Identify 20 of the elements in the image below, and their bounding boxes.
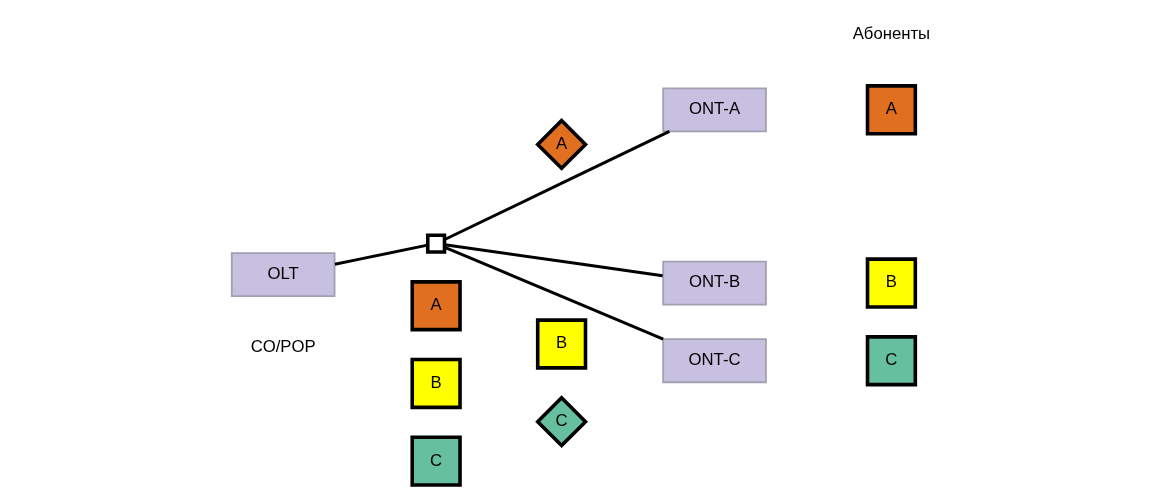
connector: [443, 245, 664, 341]
node-box: [425, 233, 446, 254]
node-box: B: [865, 257, 917, 309]
node-box: B: [409, 357, 462, 410]
node-box: ONT-A: [661, 87, 767, 133]
node-box: ONT-B: [661, 260, 767, 306]
node-box: C: [409, 435, 462, 487]
node-box: ONT-C: [661, 338, 767, 384]
node-box: OLT: [230, 252, 335, 298]
connector: [443, 130, 670, 241]
node-diamond: C: [534, 395, 588, 449]
node-label: CO/POP: [250, 337, 316, 357]
connector: [334, 243, 428, 266]
node-box: B: [535, 318, 587, 370]
label: Абоненты: [852, 23, 930, 43]
connector: [444, 243, 663, 278]
node-box: A: [409, 280, 462, 332]
node-diamond: A: [534, 118, 588, 171]
node-box: A: [865, 84, 917, 136]
node-box: C: [865, 335, 917, 387]
